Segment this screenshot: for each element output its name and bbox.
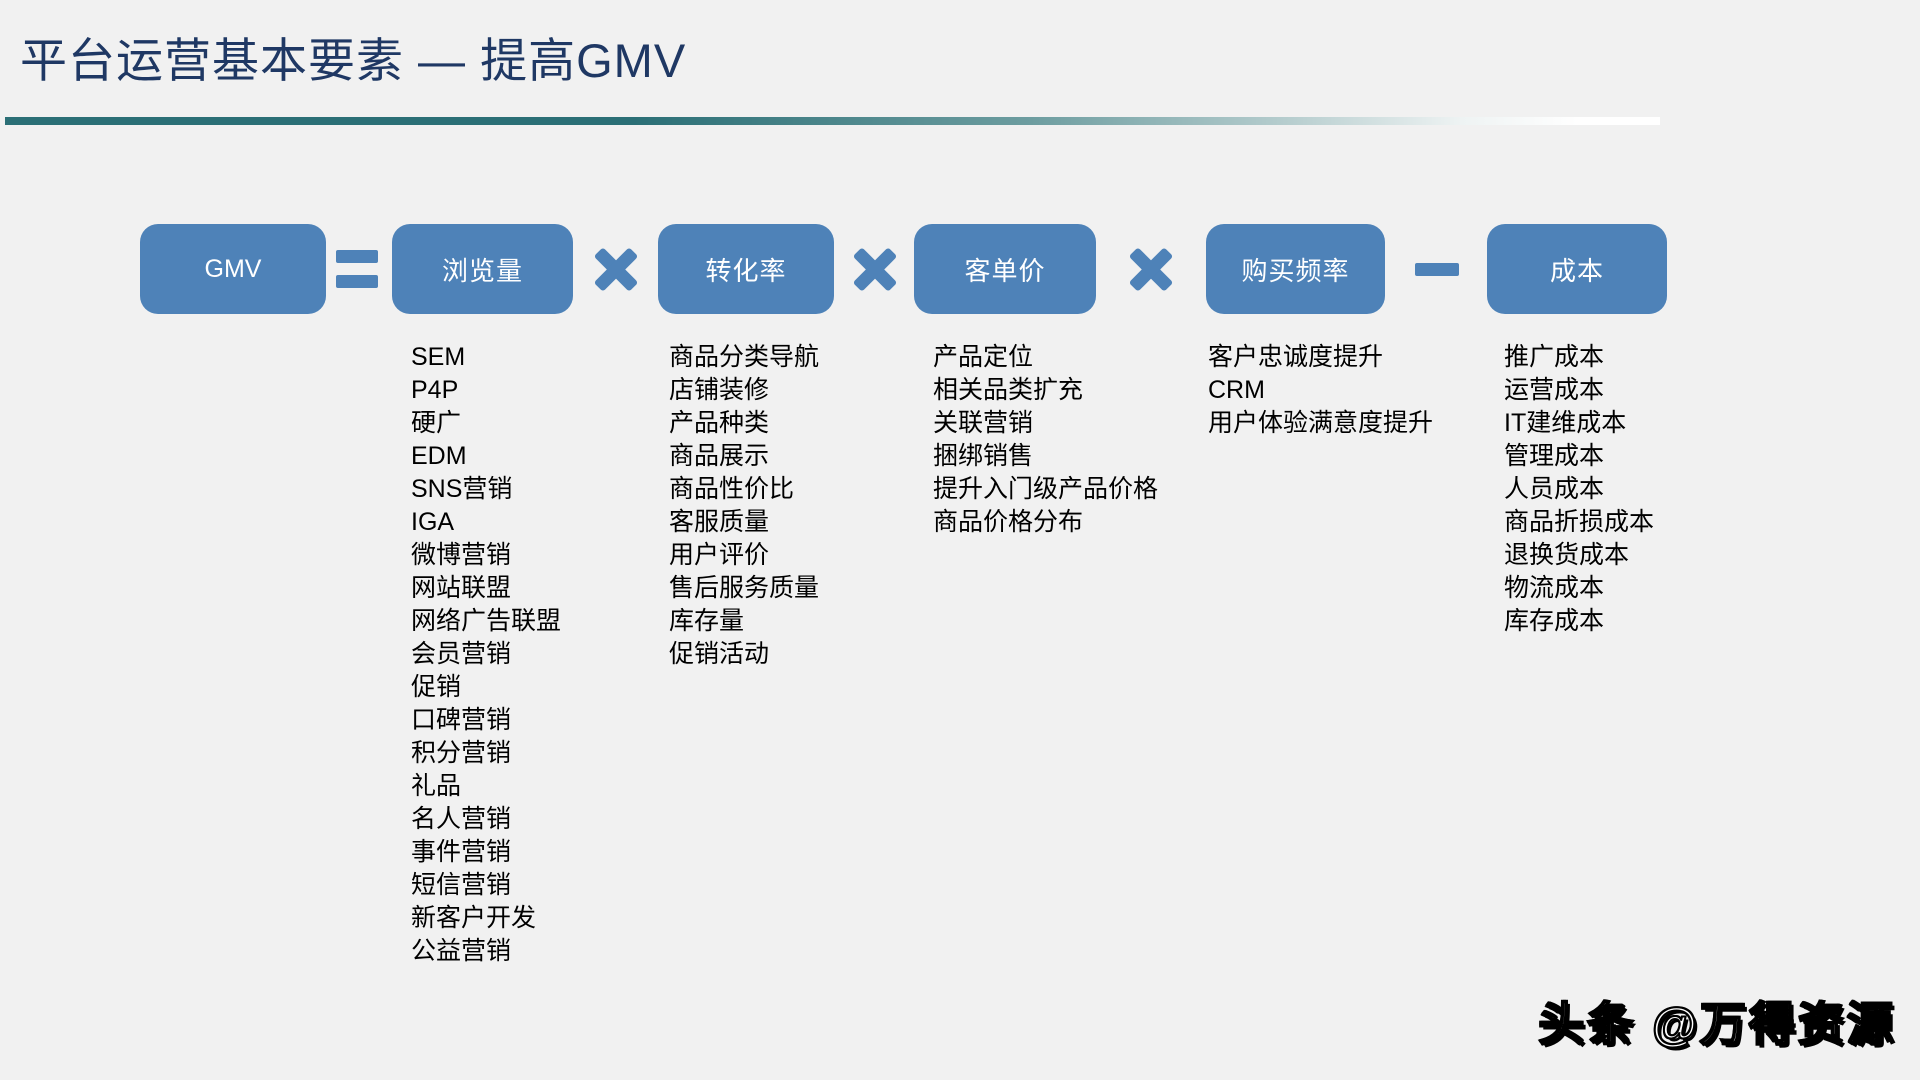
list-item: 推广成本: [1504, 343, 1605, 371]
list-item: 关联营销: [933, 409, 1034, 437]
list-item: 促销活动: [669, 640, 770, 668]
list-item: 网站联盟: [411, 574, 512, 602]
list-item: P4P: [411, 376, 459, 404]
list-item: 商品性价比: [669, 475, 795, 503]
cost-box-label: 成本: [1549, 255, 1604, 286]
list-item: 相关品类扩充: [933, 376, 1084, 404]
list-item: EDM: [411, 442, 467, 470]
list-item: 售后服务质量: [669, 574, 820, 602]
list-item: 新客户开发: [411, 904, 537, 932]
list-item: CRM: [1208, 376, 1265, 404]
list-item: 产品定位: [933, 343, 1034, 371]
minus-icon: [1409, 224, 1465, 314]
list-item: 提升入门级产品价格: [933, 475, 1159, 503]
list-item: 商品展示: [669, 442, 770, 470]
conversion-item-list: 商品分类导航 店铺装修 产品种类 商品展示 商品性价比 客服质量 用户评价 售后…: [669, 341, 819, 671]
views-item-list: SEM P4P 硬广 EDM SNS营销 IGA 微博营销 网站联盟 网络广告联…: [411, 341, 561, 968]
list-item: 运营成本: [1504, 376, 1605, 404]
frequency-box-label: 购买频率: [1241, 255, 1350, 286]
conversion-box-label: 转化率: [705, 255, 787, 286]
page-title: 平台运营基本要素 — 提高GMV: [20, 34, 687, 87]
list-item: 捆绑销售: [933, 442, 1034, 470]
views-box: 浏览量: [392, 224, 573, 314]
list-item: SEM: [411, 343, 466, 371]
list-item: 微博营销: [411, 541, 512, 569]
list-item: 事件营销: [411, 838, 512, 866]
aov-item-list: 产品定位 相关品类扩充 关联营销 捆绑销售 提升入门级产品价格 商品价格分布: [933, 341, 1158, 539]
list-item: 网络广告联盟: [411, 607, 562, 635]
gmv-box-label: GMV: [204, 254, 262, 283]
list-item: 库存成本: [1504, 607, 1605, 635]
list-item: 商品折损成本: [1504, 508, 1655, 536]
list-item: 产品种类: [669, 409, 770, 437]
list-item: SNS营销: [411, 475, 513, 503]
list-item: 管理成本: [1504, 442, 1605, 470]
list-item: 商品价格分布: [933, 508, 1084, 536]
list-item: IT建维成本: [1504, 409, 1627, 437]
watermark: 头条 @万得资源: [1537, 997, 1896, 1051]
list-item: 店铺装修: [669, 376, 770, 404]
list-item: 用户评价: [669, 541, 770, 569]
list-item: 客服质量: [669, 508, 770, 536]
list-item: 库存量: [669, 607, 745, 635]
list-item: 会员营销: [411, 640, 512, 668]
frequency-item-list: 客户忠诚度提升 CRM 用户体验满意度提升: [1208, 341, 1433, 440]
views-box-label: 浏览量: [441, 255, 523, 286]
multiply-icon: [848, 224, 902, 314]
list-item: 短信营销: [411, 871, 512, 899]
list-item: 名人营销: [411, 805, 512, 833]
list-item: 客户忠诚度提升: [1208, 343, 1384, 371]
list-item: IGA: [411, 508, 455, 536]
list-item: 促销: [411, 673, 462, 701]
cost-item-list: 推广成本 运营成本 IT建维成本 管理成本 人员成本 商品折损成本 退换货成本 …: [1504, 341, 1654, 638]
list-item: 公益营销: [411, 937, 512, 965]
list-item: 退换货成本: [1504, 541, 1630, 569]
equals-icon: [328, 224, 386, 314]
list-item: 礼品: [411, 772, 462, 800]
gmv-box: GMV: [140, 224, 326, 314]
multiply-icon: [1124, 224, 1178, 314]
list-item: 口碑营销: [411, 706, 512, 734]
aov-box: 客单价: [914, 224, 1096, 314]
list-item: 物流成本: [1504, 574, 1605, 602]
list-item: 积分营销: [411, 739, 512, 767]
list-item: 硬广: [411, 409, 462, 437]
conversion-box: 转化率: [658, 224, 834, 314]
frequency-box: 购买频率: [1206, 224, 1385, 314]
aov-box-label: 客单价: [964, 255, 1046, 286]
list-item: 商品分类导航: [669, 343, 820, 371]
list-item: 人员成本: [1504, 475, 1605, 503]
cost-box: 成本: [1487, 224, 1667, 314]
multiply-icon: [589, 224, 643, 314]
title-underline: [5, 117, 1660, 125]
list-item: 用户体验满意度提升: [1208, 409, 1434, 437]
